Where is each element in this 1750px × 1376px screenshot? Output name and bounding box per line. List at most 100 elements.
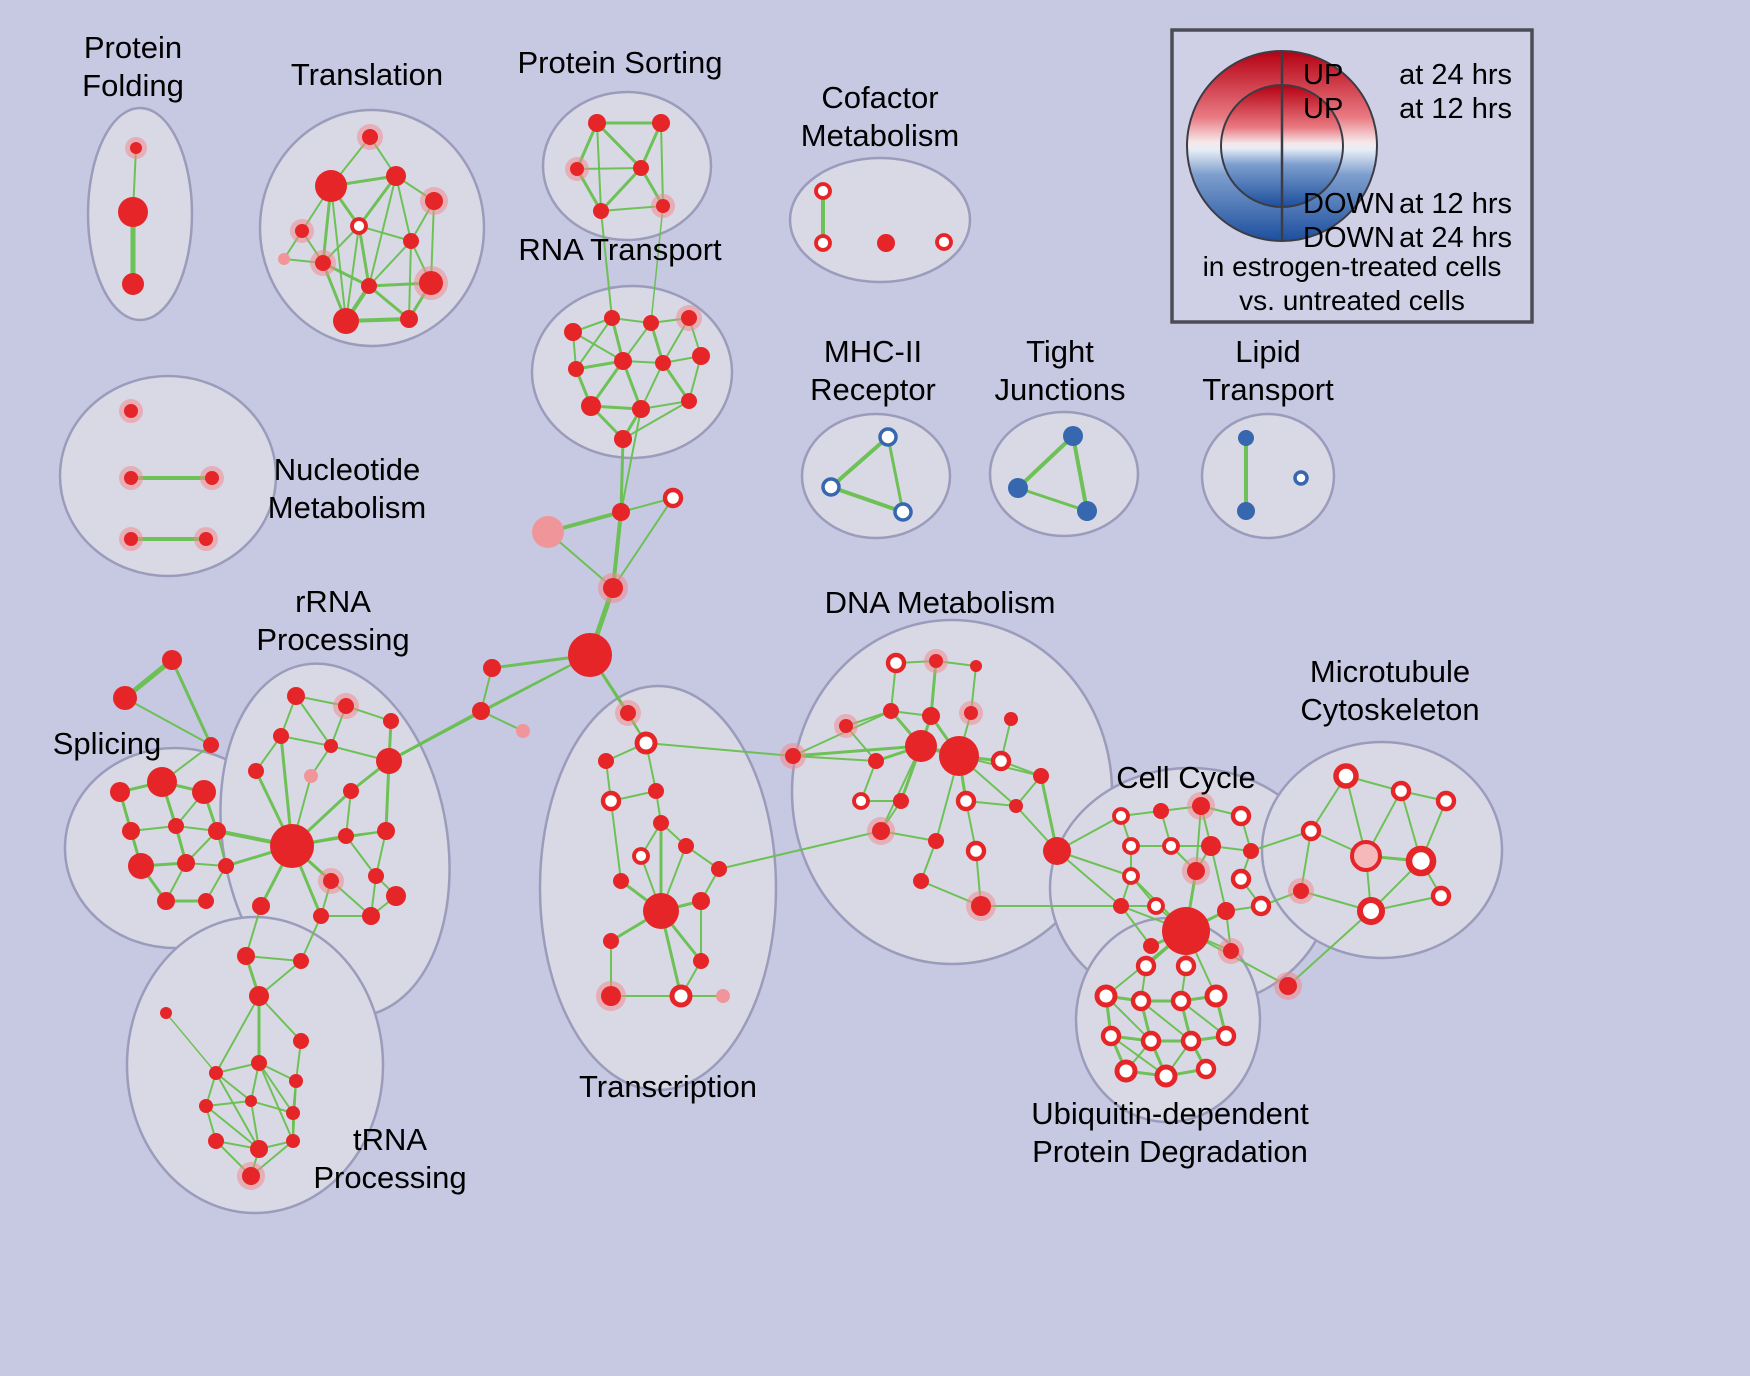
edge-ps1-ps5	[596, 122, 602, 212]
node-ring	[1140, 1030, 1162, 1052]
node-core	[564, 323, 582, 341]
edge-cc8-mc4	[1250, 830, 1312, 852]
node-wt1	[483, 659, 501, 677]
edge-fr2-fr3	[124, 697, 212, 746]
edge-tr1-tr3	[258, 995, 302, 1042]
node-ring	[1135, 955, 1157, 977]
node-core	[124, 404, 138, 418]
edge-t3-t9	[368, 175, 397, 287]
cluster-transcription	[538, 684, 778, 1092]
node-rr9	[343, 783, 359, 799]
node-core	[252, 897, 270, 915]
node-ring	[1390, 780, 1412, 802]
edge-tr4-tr8	[215, 1072, 252, 1102]
node-core	[383, 713, 399, 729]
legend-direction-0: UP	[1303, 59, 1343, 91]
node-nm1	[119, 399, 143, 423]
node-cc7	[1201, 836, 1221, 856]
node-tx7	[632, 847, 650, 865]
node-core	[1162, 907, 1210, 955]
node-core	[208, 822, 226, 840]
node-ub9	[1114, 1059, 1138, 1083]
edge-mh1-mh3	[886, 435, 905, 514]
node-core	[922, 707, 940, 725]
node-rr16	[313, 908, 329, 924]
node-rt1	[564, 323, 582, 341]
node-core	[655, 355, 671, 371]
node-core	[681, 310, 697, 326]
node-cc1	[1112, 807, 1130, 825]
legend-direction-2: DOWN	[1303, 188, 1395, 220]
node-nm4	[119, 527, 143, 551]
node-core	[1009, 799, 1023, 813]
edge-tx12-dm18	[718, 830, 882, 870]
node-tx12	[711, 861, 727, 877]
node-fr2	[113, 686, 137, 710]
node-wt2	[472, 702, 490, 720]
cluster-cofactor-metabolism	[788, 156, 972, 284]
node-ring	[893, 502, 913, 522]
node-rr12	[377, 822, 395, 840]
node-cm2	[814, 234, 832, 252]
node-core	[425, 192, 443, 210]
node-core	[386, 166, 406, 186]
node-core	[1077, 501, 1097, 521]
node-ring	[1230, 868, 1252, 890]
node-wt3	[516, 724, 530, 738]
node-ring	[669, 984, 693, 1008]
node-core	[242, 1167, 260, 1185]
node-ring	[814, 234, 832, 252]
node-md1	[780, 743, 806, 769]
node-core	[964, 706, 978, 720]
node-tj3	[1077, 501, 1097, 521]
node-cc11	[1230, 868, 1252, 890]
node-core	[362, 129, 378, 145]
node-t2	[315, 170, 347, 202]
node-tx3	[598, 753, 614, 769]
node-cchub	[1162, 907, 1210, 955]
node-core	[293, 953, 309, 969]
node-core	[419, 271, 443, 295]
node-ring	[814, 182, 832, 200]
node-core	[122, 822, 140, 840]
node-dm7	[959, 701, 983, 725]
node-core	[286, 1134, 300, 1148]
node-core	[656, 199, 670, 213]
edge-t3-t7	[395, 175, 412, 242]
node-ring	[1250, 895, 1272, 917]
node-ring	[1175, 955, 1197, 977]
node-sp3	[192, 780, 216, 804]
node-mh1	[878, 427, 898, 447]
node-core	[1113, 898, 1129, 914]
edge-mh2-mh3	[829, 485, 905, 514]
edge-tj1-tj2	[1016, 434, 1075, 490]
node-core	[692, 892, 710, 910]
node-cm3	[877, 234, 895, 252]
node-mc6	[1405, 845, 1437, 877]
node-core	[403, 233, 419, 249]
edge-t7-t9	[368, 240, 412, 287]
node-core	[287, 687, 305, 705]
node-core	[313, 908, 329, 924]
node-sp1	[110, 782, 130, 802]
node-dm8	[1004, 712, 1018, 726]
node-ring	[1114, 1059, 1138, 1083]
edge-rr11-rr14	[345, 835, 377, 877]
node-ub7	[1180, 1030, 1202, 1052]
node-core	[1223, 943, 1239, 959]
node-core	[203, 737, 219, 753]
node-cc2	[1153, 803, 1169, 819]
node-pf2	[118, 197, 148, 227]
node-core	[386, 886, 406, 906]
edge-ps2-ps6	[660, 122, 664, 207]
node-tj1	[1063, 426, 1083, 446]
edge-hb5-hb2	[612, 497, 674, 589]
node-tx8	[678, 838, 694, 854]
node-tr1	[249, 986, 269, 1006]
node-core	[160, 1007, 172, 1019]
node-ring	[878, 427, 898, 447]
edge-md1-dm9	[791, 744, 923, 758]
node-core	[601, 986, 621, 1006]
